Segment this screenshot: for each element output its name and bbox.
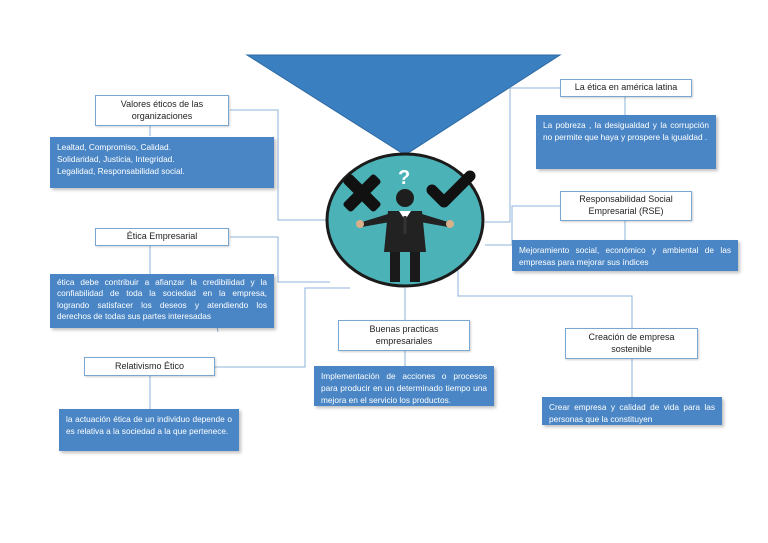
relativismo-description: la actuación ética de un individuo depen… [59,409,239,451]
person-icon [356,189,454,282]
valores-title: Valores éticos de las organizaciones [95,95,229,126]
etica-empresarial-title-text: Ética Empresarial [126,231,198,242]
central-illustration [325,152,485,288]
valores-description: Lealtad, Compromiso, Calidad. Solidarida… [50,137,274,188]
cross-icon [343,174,381,212]
question-mark-icon: ? [398,167,411,189]
buenas-practicas-description: Implementación de acciones o procesos pa… [314,366,494,406]
etica-empresarial-description: ética debe contribuir a afianzar la cred… [50,274,274,328]
etica-empresarial-title: Ética Empresarial [95,228,229,246]
america-latina-title-text: La ética en américa latina [574,82,678,93]
rse-title: Responsabilidad Social Empresarial (RSE) [560,191,692,221]
valores-title-text: Valores éticos de las organizaciones [120,98,204,121]
creacion-title: Creación de empresa sostenible [565,328,698,359]
america-latina-description: La pobreza , la desigualdad y la corrupc… [536,115,716,169]
relativismo-title-text: Relativismo Ético [114,360,185,371]
top-triangle [245,54,562,156]
rse-title-text: Responsabilidad Social Empresarial (RSE) [579,194,673,216]
rse-description: Mejoramiento social, económico y ambient… [512,240,738,271]
relativismo-title: Relativismo Ético [84,357,215,376]
america-latina-title: La ética en américa latina [560,79,692,97]
check-icon [426,170,476,208]
creacion-description: Crear empresa y calidad de vida para las… [542,397,722,425]
buenas-practicas-title: Buenas practicas empresariales [338,320,470,351]
creacion-title-text: Creación de empresa sostenible [588,331,675,354]
buenas-practicas-title-text: Buenas practicas empresariales [369,323,439,346]
